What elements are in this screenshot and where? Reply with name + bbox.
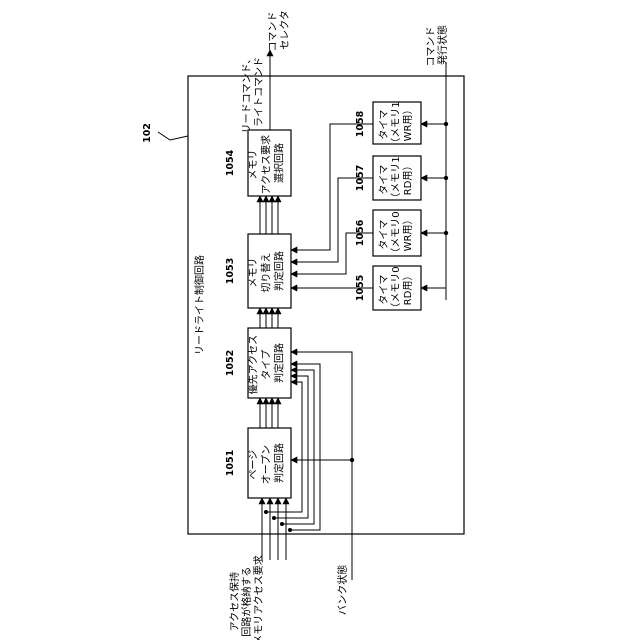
- ref-102-leader: [158, 132, 188, 140]
- label-command-selector: コマンド セレクタ: [268, 8, 291, 51]
- label-circuit-name: リードライト制御回路: [193, 255, 206, 355]
- block-1053-label: メモリ 切り替え 判定回路: [249, 249, 286, 292]
- ref-1058: 1058: [355, 110, 366, 137]
- label-bank-state: バンク状態: [336, 565, 349, 616]
- ref-1056: 1056: [355, 219, 366, 246]
- label-memory-access-request: アクセス保持 回路が格納する メモリアクセス要求: [228, 555, 265, 640]
- label-read-write-command: リードコマンド、 ライトコマンド: [242, 51, 265, 134]
- label-command-issue-state: コマンド 発行状態: [426, 23, 449, 66]
- ref-1051: 1051: [225, 450, 236, 476]
- ref-1055: 1055: [355, 275, 366, 301]
- block-1051-label: ページ オープン 判定回路: [249, 442, 286, 485]
- ref-1053: 1053: [225, 258, 236, 284]
- ref-1054: 1054: [225, 149, 236, 176]
- ref-102: 102: [142, 123, 153, 143]
- ref-1057: 1057: [355, 165, 366, 191]
- ref-1052: 1052: [225, 350, 236, 376]
